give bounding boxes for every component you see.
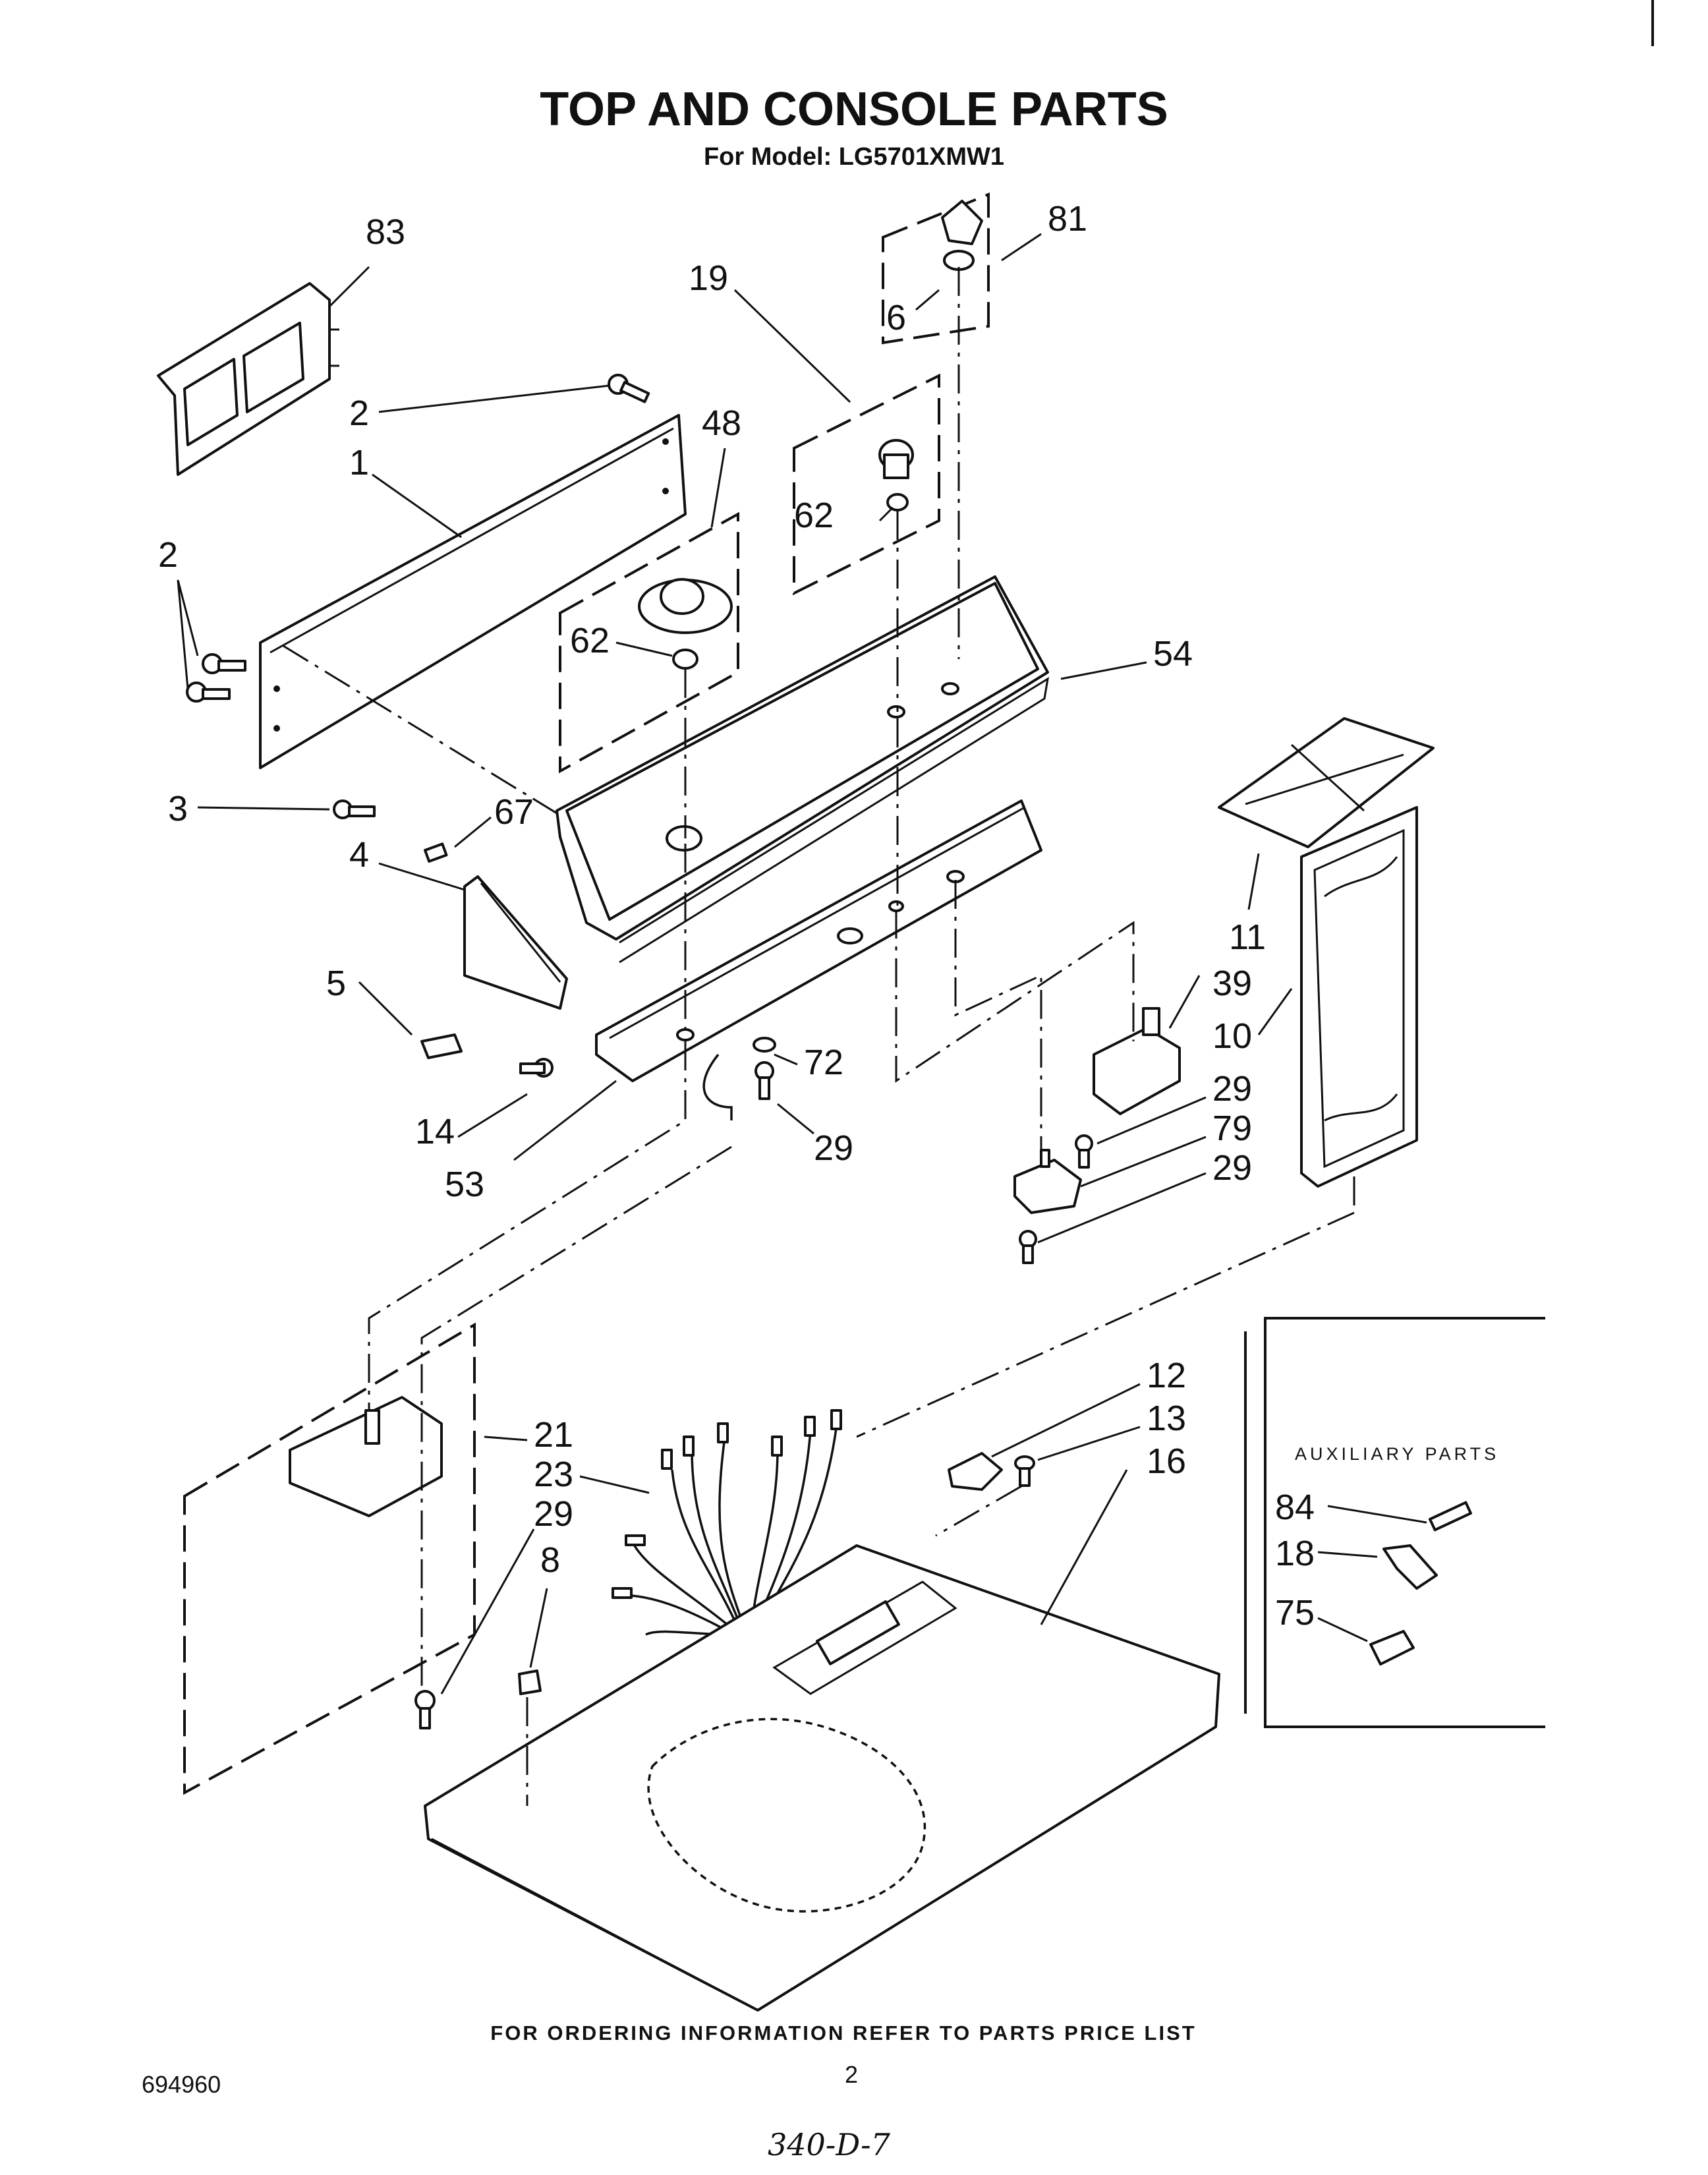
part-5-clip — [420, 1033, 463, 1059]
part-8-clip — [518, 1669, 542, 1695]
callout-29-timer: 29 — [534, 1494, 573, 1534]
assembly-leader-lines — [283, 267, 1355, 1806]
part-79-terminal-block — [1013, 1149, 1082, 1214]
part-19-outline — [793, 373, 940, 596]
callout-54: 54 — [1153, 634, 1193, 674]
part-1-console-panel — [259, 414, 687, 769]
part-3-screw — [333, 799, 376, 819]
callout-48: 48 — [702, 403, 741, 443]
callout-8: 8 — [540, 1540, 560, 1580]
callout-10: 10 — [1212, 1016, 1252, 1056]
callout-81: 81 — [1048, 199, 1087, 239]
callout-1: 1 — [349, 443, 369, 482]
callout-18: 18 — [1275, 1534, 1315, 1573]
callout-67: 67 — [494, 792, 534, 832]
part-72-grommet — [753, 1037, 776, 1053]
part-18-terminal — [1382, 1544, 1438, 1590]
callout-11: 11 — [1229, 917, 1266, 957]
part-12-clip — [948, 1452, 1003, 1491]
callout-29-terminal: 29 — [1212, 1148, 1252, 1188]
part-13-screw — [1014, 1455, 1035, 1487]
part-84-terminal — [1429, 1501, 1472, 1532]
part-81-knob — [941, 200, 983, 271]
part-2-screw — [202, 653, 246, 674]
callout-72: 72 — [804, 1043, 843, 1082]
callout-4: 4 — [349, 835, 369, 875]
callout-6: 6 — [886, 298, 906, 337]
handwritten-code: 340-D-7 — [768, 2127, 891, 2162]
part-48-outline — [559, 511, 739, 774]
callout-29-bracket: 29 — [814, 1128, 853, 1168]
ordering-note: FOR ORDERING INFORMATION REFER TO PARTS … — [490, 2021, 1196, 2044]
part-67-clip — [424, 842, 448, 863]
callout-23: 23 — [534, 1455, 573, 1494]
part-11-lint-cover — [1218, 717, 1435, 848]
callout-2-top: 2 — [349, 393, 369, 433]
callout-2-left: 2 — [158, 535, 178, 575]
bracket-wire — [702, 1053, 733, 1120]
callout-84: 84 — [1275, 1488, 1315, 1527]
part-62-knob-lower — [638, 578, 733, 670]
part-4-end-cap — [463, 875, 568, 1010]
part-29-screw — [754, 1061, 774, 1100]
callout-83: 83 — [366, 212, 405, 252]
callout-12: 12 — [1147, 1356, 1186, 1395]
callout-13: 13 — [1147, 1399, 1186, 1438]
model-subtitle: For Model: LG5701XMW1 — [704, 143, 1004, 171]
callout-21: 21 — [534, 1415, 573, 1455]
part-54-control-housing — [555, 575, 1050, 964]
page-title: TOP AND CONSOLE PARTS — [540, 83, 1168, 136]
part-21-timer — [289, 1396, 443, 1517]
callout-19: 19 — [689, 258, 728, 298]
part-2-screw — [186, 682, 231, 703]
callout-53: 53 — [445, 1165, 484, 1204]
document-number: 694960 — [142, 2071, 221, 2098]
part-39-switch — [1093, 1007, 1181, 1115]
callout-numbers: 83 81 19 6 2 48 1 62 2 62 54 3 67 4 11 3… — [158, 199, 1266, 1580]
callout-5: 5 — [326, 964, 346, 1003]
part-2-screw — [608, 374, 650, 403]
callout-leaders — [177, 233, 1427, 1695]
part-29-screw — [414, 1690, 436, 1729]
page-number: 2 — [845, 2061, 858, 2088]
part-29-screw — [1075, 1134, 1093, 1169]
part-62-knob-upper — [878, 439, 914, 511]
callout-3: 3 — [168, 789, 188, 828]
part-10-lint-screen — [1300, 806, 1418, 1188]
callout-16: 16 — [1147, 1441, 1186, 1481]
part-53-bracket — [595, 799, 1042, 1082]
callout-39: 39 — [1212, 964, 1252, 1003]
part-14-screw — [519, 1058, 554, 1078]
part-83-console-frame — [157, 282, 339, 476]
auxiliary-parts-heading: AUXILIARY PARTS — [1295, 1444, 1499, 1464]
part-29-screw — [1019, 1230, 1037, 1264]
callout-62-upper: 62 — [794, 496, 834, 535]
part-16-top-panel — [424, 1544, 1220, 2012]
callout-62-lower: 62 — [570, 621, 610, 660]
part-75-connector — [1369, 1630, 1415, 1666]
auxiliary-parts-box — [1244, 1317, 1545, 1728]
callout-79: 79 — [1212, 1109, 1252, 1148]
callout-75: 75 — [1275, 1593, 1315, 1633]
callout-14: 14 — [415, 1112, 455, 1151]
callout-29-switch: 29 — [1212, 1069, 1252, 1109]
